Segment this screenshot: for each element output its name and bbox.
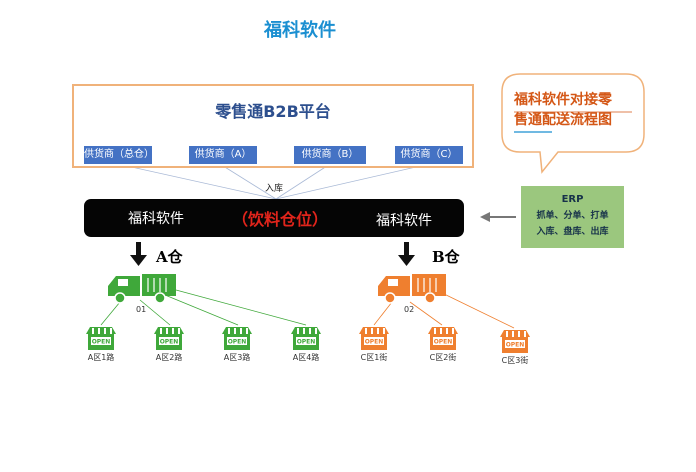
- store-icon: OPEN: [291, 327, 321, 350]
- erp-functions-line-2: 入库、盘库、出库: [536, 227, 609, 237]
- store-sign-text: OPEN: [297, 339, 316, 346]
- store-icon: OPEN: [500, 330, 530, 353]
- store-label: A区3路: [223, 353, 251, 362]
- warehouse-a-label: A仓: [156, 248, 183, 266]
- store-sign-text: OPEN: [92, 339, 111, 346]
- store-icon: OPEN: [222, 327, 252, 350]
- store-label: C区2街: [429, 353, 457, 362]
- supplier-box-a: 供货商（A）: [189, 146, 257, 164]
- store-label: C区1街: [360, 353, 388, 362]
- truck-a-number: 01: [136, 305, 147, 314]
- delivery-truck-b-icon: [378, 274, 446, 304]
- page-title: 福科软件: [264, 20, 336, 41]
- erp-functions-line-1: 抓单、分单、打单: [536, 211, 609, 221]
- store-sign-text: OPEN: [434, 339, 453, 346]
- supplier-box-main: 供货商（总仓）: [84, 146, 154, 164]
- store-icon: OPEN: [154, 327, 184, 350]
- software-label-left: 福科软件: [128, 211, 184, 227]
- store-sign-text: OPEN: [506, 342, 525, 349]
- truck-b-number: 02: [404, 305, 415, 314]
- callout-line-1: 福科软件对接零: [514, 92, 612, 108]
- store-label: A区4路: [292, 353, 320, 362]
- supplier-box-b: 供货商（B）: [294, 146, 366, 164]
- store-sign-text: OPEN: [160, 339, 179, 346]
- store-sign-text: OPEN: [228, 339, 247, 346]
- inbound-label: 入库: [264, 184, 283, 194]
- beverage-position-label: （饮料仓位）: [232, 210, 329, 229]
- software-label-right: 福科软件: [376, 213, 432, 229]
- store-sign-text: OPEN: [365, 339, 384, 346]
- store-icon: OPEN: [428, 327, 458, 350]
- platform-title: 零售通B2B平台: [215, 102, 331, 121]
- callout-bubble: [501, 73, 645, 174]
- delivery-truck-a-icon: [108, 274, 176, 304]
- warehouse-b-label: B仓: [432, 248, 460, 266]
- store-label: A区2路: [155, 353, 183, 362]
- store-label: C区3街: [501, 356, 529, 365]
- callout-line-2: 售通配送流程图: [514, 112, 612, 128]
- store-icon: OPEN: [359, 327, 389, 350]
- store-label: A区1路: [87, 353, 115, 362]
- store-icon: OPEN: [86, 327, 116, 350]
- erp-box: ERP 抓单、分单、打单 入库、盘库、出库: [521, 186, 624, 248]
- supplier-box-c: 供货商（C）: [395, 146, 463, 164]
- erp-title: ERP: [561, 194, 584, 205]
- software-bar: [84, 199, 464, 237]
- callout-text: 福科软件对接零 售通配送流程图: [514, 90, 636, 130]
